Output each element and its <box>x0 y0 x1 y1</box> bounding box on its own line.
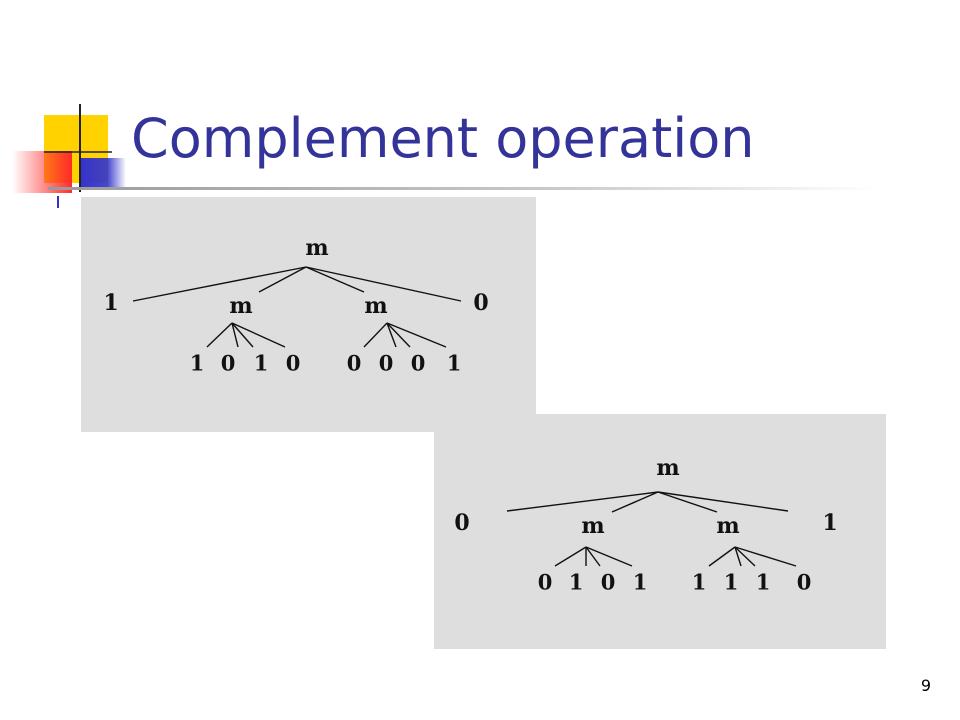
red-square-decoration <box>12 151 72 193</box>
tree-internal-node: m <box>581 513 604 539</box>
tree-leaf-node: 1 <box>692 570 707 595</box>
tree-leaf-node: 0 <box>473 290 488 316</box>
tree-internal-node: m <box>716 513 739 539</box>
tree-leaf-node: 0 <box>538 570 553 595</box>
tree-edge <box>206 322 233 348</box>
tree-edge <box>132 266 307 302</box>
tree-edge <box>231 322 286 348</box>
tree-leaf-node: 0 <box>379 351 394 376</box>
tree-edge <box>585 546 601 567</box>
tree-root-node: m <box>305 235 328 261</box>
tree-edge <box>585 546 633 567</box>
tree-leaf-node: 1 <box>822 510 837 536</box>
tree-leaf-node: 1 <box>447 351 462 376</box>
tree-leaf-node: 1 <box>756 570 771 595</box>
tree-internal-node: m <box>229 293 252 319</box>
tree-leaf-node: 1 <box>633 570 648 595</box>
tree-edge <box>734 546 797 567</box>
tree-leaf-node: 1 <box>724 570 739 595</box>
tree-edge <box>611 491 659 513</box>
tree-edge <box>506 491 659 512</box>
tree-leaf-node: 0 <box>797 570 812 595</box>
blue-square-decoration <box>80 158 126 190</box>
tree-edge <box>386 322 397 348</box>
tree-leaf-node: 1 <box>103 290 118 316</box>
tree-leaf-node: 1 <box>254 351 269 376</box>
tree-leaf-node: 0 <box>601 570 616 595</box>
tree-leaf-node: 1 <box>569 570 584 595</box>
tree-edge <box>231 322 239 348</box>
tree-edge <box>734 546 756 567</box>
tree-leaf-node: 1 <box>190 351 205 376</box>
tree-internal-node: m <box>364 293 387 319</box>
tree-edge <box>657 491 718 513</box>
tree-edge <box>554 546 587 567</box>
tree-leaf-node: 0 <box>221 351 236 376</box>
tree-leaf-node: 0 <box>286 351 301 376</box>
tree-edge <box>386 322 447 348</box>
tree-leaf-node: 0 <box>347 351 362 376</box>
tree-edge <box>363 322 388 348</box>
tree-edge <box>734 546 742 567</box>
tree-leaf-node: 0 <box>411 351 426 376</box>
slide-decoration <box>12 104 126 208</box>
tree-edge <box>305 266 365 293</box>
slide-number: 9 <box>920 676 931 695</box>
slide-title: Complement operation <box>131 107 755 170</box>
tree-edge <box>386 322 411 348</box>
tree-edge <box>231 322 254 348</box>
tree-edge <box>258 266 307 293</box>
tree-root-node: m <box>656 455 679 481</box>
title-underline <box>48 187 878 190</box>
tree-edge <box>305 266 462 302</box>
tree-leaf-node: 0 <box>454 510 469 536</box>
tree-edge <box>708 546 736 567</box>
tree-edge <box>657 491 789 512</box>
